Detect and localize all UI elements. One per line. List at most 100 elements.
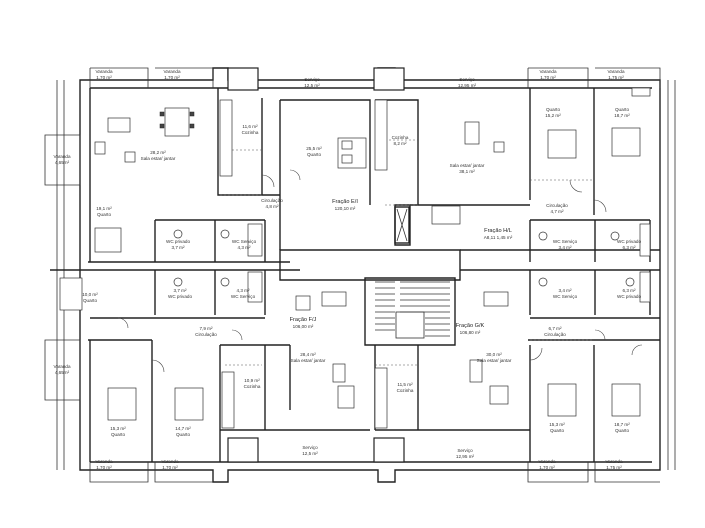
label-sala: Sala estar/ jantar	[450, 163, 485, 168]
label-quarto: Quarto	[615, 428, 629, 433]
label-circulacao: Circulação	[261, 198, 283, 203]
dining-table-icon	[164, 107, 190, 137]
label-area: 12,95 m²	[458, 83, 477, 88]
label-area: 3,4 m²	[558, 288, 571, 293]
label-area: 25,5 m²	[306, 146, 322, 151]
label-area: 38,1 m²	[459, 169, 475, 174]
label-area: 18,7 m²	[614, 113, 630, 118]
label-fracao: Fração E/I	[332, 199, 358, 205]
label-quarto: Quarto	[307, 152, 321, 157]
label-wc: WC privado	[617, 239, 641, 244]
label-varanda: Varanda	[607, 69, 624, 74]
label-varanda: Varanda	[163, 69, 180, 74]
label-area: 1,70 m²	[164, 75, 180, 80]
label-quarto: Quarto	[111, 432, 125, 437]
dining-table-icon	[321, 291, 347, 307]
label-servico: Serviço	[459, 77, 475, 82]
label-area: 4,7 m²	[550, 209, 563, 214]
kitchen-counter-icon	[374, 367, 388, 429]
label-area: 12,95 m²	[456, 454, 475, 459]
label-quarto: Quarto	[176, 432, 190, 437]
label-quarto: Quarto	[615, 107, 629, 112]
label-area: 120,10 m²	[335, 206, 356, 211]
label-varanda: Varanda	[53, 154, 70, 159]
label-circulacao: Circulação	[546, 203, 568, 208]
label-area: 6,7 m²	[548, 326, 561, 331]
label-varanda: Varanda	[161, 459, 178, 464]
label-area: 3,7 m²	[173, 288, 186, 293]
label-quarto: Quarto	[546, 107, 560, 112]
bed-icon	[611, 383, 641, 417]
label-area: 1,75 m²	[608, 75, 624, 80]
label-area: 10,0 m²	[82, 292, 98, 297]
label-varanda: Varanda	[605, 459, 622, 464]
label-area: 15,3 m²	[110, 426, 126, 431]
label-cozinha: Cozinha	[244, 384, 261, 389]
staircase	[375, 281, 450, 339]
label-area: 14,7 m²	[175, 426, 191, 431]
label-servico: Serviço	[304, 77, 320, 82]
label-circulacao: Circulação	[544, 332, 566, 337]
label-area: 4,3 m²	[237, 245, 250, 250]
bed-icon	[94, 227, 122, 253]
label-area: 10,9 m²	[244, 378, 260, 383]
label-area: 3,7 m²	[171, 245, 184, 250]
label-wc: WC Serviço	[553, 294, 578, 299]
label-wc: WC Serviço	[232, 239, 257, 244]
label-wc: WC Serviço	[231, 294, 256, 299]
label-area: 7,9 m²	[199, 326, 212, 331]
label-area: 4,8 m²	[265, 204, 278, 209]
label-area: 15,3 m²	[549, 422, 565, 427]
label-sala: Sala estar/ jantar	[291, 358, 326, 363]
label-area: 18,7 m²	[614, 422, 630, 427]
label-area: 1,70 m²	[540, 75, 556, 80]
label-sala: Sala estar/ jantar	[141, 156, 176, 161]
toilet-icon	[538, 277, 548, 287]
toilet-icon	[220, 229, 230, 239]
label-area: 11,6 m²	[242, 124, 258, 129]
label-area: 15,2 m²	[545, 113, 561, 118]
label-area: 6,3 m²	[622, 245, 635, 250]
label-area: 4,65m²	[55, 370, 70, 375]
toilet-icon	[173, 229, 183, 239]
toilet-icon	[610, 231, 620, 241]
toilet-icon	[220, 277, 230, 287]
sofa-icon	[107, 117, 131, 133]
sofa-icon	[337, 385, 355, 409]
label-sala: Sala estar/ jantar	[477, 358, 512, 363]
label-area: 1,70 m²	[162, 465, 178, 470]
label-wc: WC Serviço	[553, 239, 578, 244]
dining-table-icon	[431, 205, 461, 225]
label-area: 3,4 m²	[558, 245, 571, 250]
room-labels: Varanda 1,70 m² Varanda 1,70 m² Serviço …	[53, 69, 641, 470]
label-cozinha: Cozinha	[242, 130, 259, 135]
label-quarto: Quarto	[550, 428, 564, 433]
label-area: 1,70 m²	[539, 465, 555, 470]
label-area: 8,2 m²	[393, 141, 406, 146]
label-area: 1,75 m²	[606, 465, 622, 470]
label-area: 30,0 m²	[486, 352, 502, 357]
label-quarto: Quarto	[83, 298, 97, 303]
label-circulacao: Circulação	[195, 332, 217, 337]
label-varanda: Varanda	[539, 69, 556, 74]
label-cozinha: Cozinha	[392, 135, 409, 140]
label-varanda: Varanda	[538, 459, 555, 464]
sofa-icon	[464, 121, 480, 145]
label-area: A8,11 1,45 m²	[484, 235, 513, 240]
kitchen-counter-icon	[221, 371, 235, 429]
label-area: 12,5 m²	[302, 451, 318, 456]
label-servico: Serviço	[457, 448, 473, 453]
dining-table-icon	[483, 291, 509, 307]
kitchen-counter-icon	[219, 99, 233, 177]
label-area: 1,70 m²	[96, 465, 112, 470]
label-area: 106,80 m²	[460, 330, 481, 335]
circulation-dashes	[220, 139, 594, 366]
label-wc: WC privado	[166, 239, 190, 244]
label-area: 4,65m²	[55, 160, 70, 165]
label-area: 28,4 m²	[300, 352, 316, 357]
label-area: 1,70 m²	[96, 75, 112, 80]
label-cozinha: Cozinha	[397, 388, 414, 393]
label-varanda: Varanda	[95, 69, 112, 74]
label-quarto: Quarto	[97, 212, 111, 217]
